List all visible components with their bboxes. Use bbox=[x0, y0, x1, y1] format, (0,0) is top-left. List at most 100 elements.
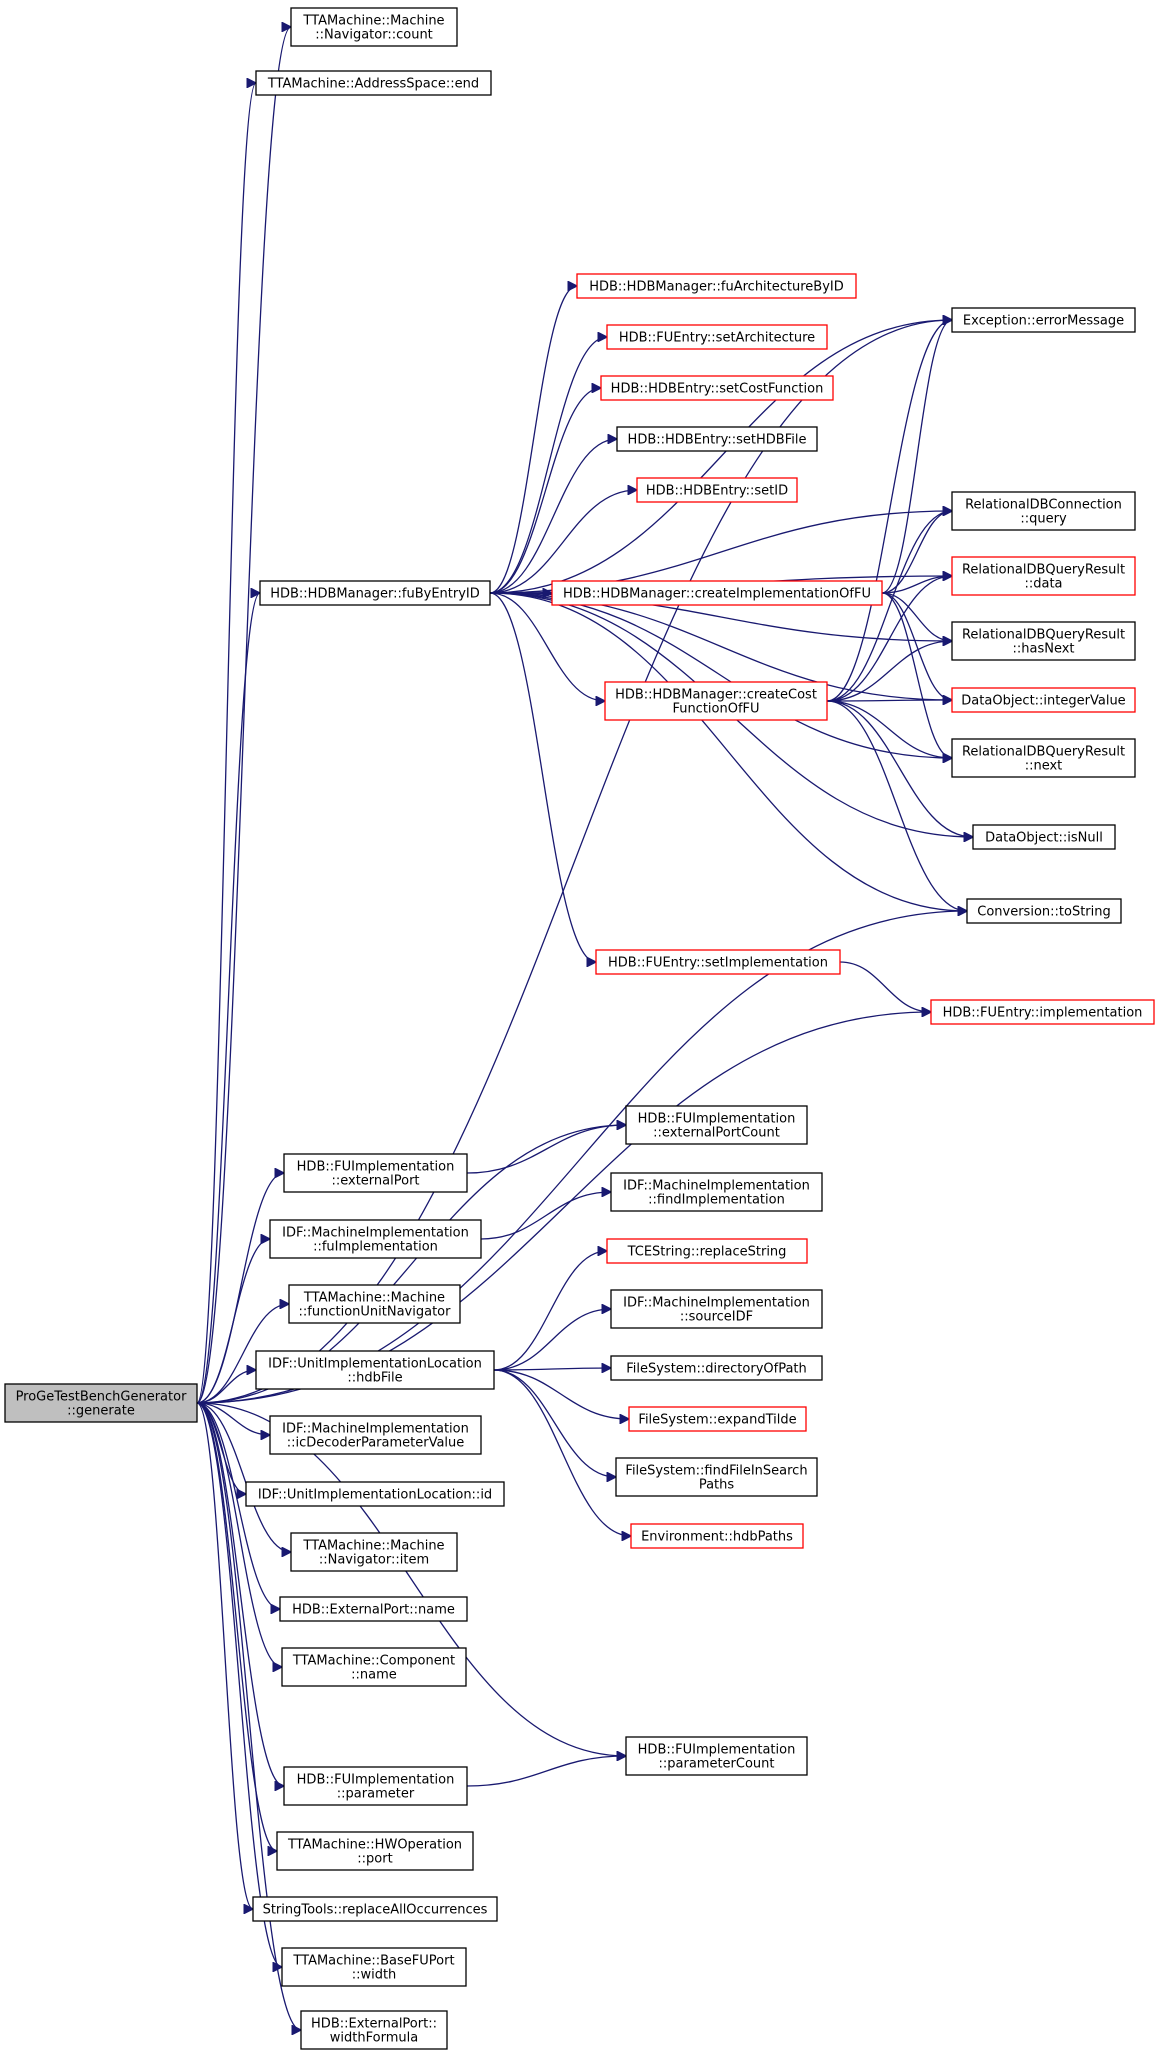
edge-n9-n13 bbox=[881, 511, 952, 594]
node-label: Environment::hdbPaths bbox=[641, 1530, 793, 1545]
edge-n28-n27 bbox=[493, 1309, 611, 1371]
node-label: ::icDecoderParameterValue bbox=[287, 1436, 465, 1451]
node-label: ::port bbox=[357, 1852, 392, 1867]
node-label: HDB::HDBManager::fuArchitectureByID bbox=[589, 280, 844, 295]
node-label: DataObject::isNull bbox=[985, 831, 1103, 846]
node-label: IDF::MachineImplementation bbox=[623, 1179, 810, 1194]
edge-n3-n10 bbox=[489, 592, 605, 701]
node-box bbox=[610, 1289, 823, 1329]
node-hdb-hdbmanager-createimplementationoffu[interactable]: HDB::HDBManager::createImplementationOfF… bbox=[551, 580, 883, 606]
edge-n10-n19 bbox=[826, 700, 967, 911]
node-label: ::Navigator::count bbox=[315, 28, 433, 43]
node-label: ::data bbox=[1024, 577, 1062, 592]
node-ttamachine-machine-navigator-item[interactable]: TTAMachine::Machine::Navigator::item bbox=[290, 1532, 458, 1572]
node-hdb-hdbentry-setid[interactable]: HDB::HDBEntry::setID bbox=[636, 477, 798, 503]
node-label: ::sourceIDF bbox=[680, 1310, 753, 1325]
node-hdb-fuentry-implementation[interactable]: HDB::FUEntry::implementation bbox=[930, 999, 1155, 1025]
node-ttamachine-addressspace-end[interactable]: TTAMachine::AddressSpace::end bbox=[255, 70, 492, 96]
node-box bbox=[615, 1457, 818, 1497]
node-label: ::Navigator::item bbox=[319, 1553, 429, 1568]
node-box bbox=[951, 491, 1136, 531]
node-box bbox=[281, 1647, 467, 1687]
node-stringtools-replacealloccurrences[interactable]: StringTools::replaceAllOccurrences bbox=[252, 1896, 498, 1922]
node-label: ::query bbox=[1020, 512, 1067, 527]
edge-n22-n21 bbox=[466, 1125, 626, 1174]
node-hdb-fuentry-setimplementation[interactable]: HDB::FUEntry::setImplementation bbox=[595, 949, 841, 975]
edge-n3-n6 bbox=[489, 388, 601, 594]
node-label: RelationalDBQueryResult bbox=[962, 563, 1125, 578]
node-ttamachine-machine-functionunitnavigator[interactable]: TTAMachine::Machine::functionUnitNavigat… bbox=[288, 1284, 461, 1324]
node-label: RelationalDBConnection bbox=[965, 498, 1122, 513]
node-label: HDB::HDBEntry::setID bbox=[646, 484, 788, 499]
node-progetestbenchgenerator-generate[interactable]: ProGeTestBenchGenerator::generate bbox=[4, 1383, 198, 1423]
node-hdb-externalport-widthformula[interactable]: HDB::ExternalPort::widthFormula bbox=[300, 2010, 448, 2050]
edge-root-n41 bbox=[196, 1402, 253, 1909]
node-idf-machineimplementation-sourceidf[interactable]: IDF::MachineImplementation::sourceIDF bbox=[610, 1289, 823, 1329]
edge-n10-n14 bbox=[826, 576, 952, 702]
node-label: FileSystem::expandTilde bbox=[638, 1413, 796, 1428]
node-relationaldbqueryresult-next[interactable]: RelationalDBQueryResult::next bbox=[951, 738, 1136, 778]
node-ttamachine-component-name[interactable]: TTAMachine::Component::name bbox=[281, 1647, 467, 1687]
node-box bbox=[300, 2010, 448, 2050]
node-box bbox=[255, 70, 492, 96]
node-environment-hdbpaths[interactable]: Environment::hdbPaths bbox=[630, 1523, 804, 1549]
node-label: HDB::ExternalPort::name bbox=[292, 1603, 455, 1618]
edge-root-n26 bbox=[196, 1304, 289, 1404]
node-idf-unitimplementationlocation-id[interactable]: IDF::UnitImplementationLocation::id bbox=[245, 1481, 505, 1507]
node-relationaldbqueryresult-hasnext[interactable]: RelationalDBQueryResult::hasNext bbox=[951, 621, 1136, 661]
node-idf-unitimplementationlocation-hdbfile[interactable]: IDF::UnitImplementationLocation::hdbFile bbox=[255, 1350, 495, 1390]
edge-root-n37 bbox=[196, 1402, 282, 1667]
node-box bbox=[576, 273, 857, 299]
node-label: HDB::HDBEntry::setHDBFile bbox=[628, 433, 807, 448]
edge-n9-n12 bbox=[881, 320, 952, 594]
node-ttamachine-machine-navigator-count[interactable]: TTAMachine::Machine::Navigator::count bbox=[290, 7, 458, 47]
edge-root-n40 bbox=[196, 1402, 277, 1851]
node-box bbox=[281, 1947, 467, 1987]
node-label: HDB::FUImplementation bbox=[638, 1112, 796, 1127]
node-box bbox=[951, 687, 1136, 713]
node-exception-errormessage[interactable]: Exception::errorMessage bbox=[951, 307, 1136, 333]
edge-n39-n38 bbox=[466, 1756, 626, 1787]
edge-n10-n15 bbox=[826, 641, 952, 702]
node-label: RelationalDBQueryResult bbox=[962, 628, 1125, 643]
node-tcestring-replacestring[interactable]: TCEString::replaceString bbox=[606, 1238, 808, 1264]
node-filesystem-directoryofpath[interactable]: FileSystem::directoryOfPath bbox=[610, 1355, 823, 1381]
node-label: ::generate bbox=[67, 1404, 135, 1419]
node-hdb-externalport-name[interactable]: HDB::ExternalPort::name bbox=[279, 1596, 468, 1622]
node-conversion-tostring[interactable]: Conversion::toString bbox=[966, 898, 1122, 924]
node-ttamachine-hwoperation-port[interactable]: TTAMachine::HWOperation::port bbox=[276, 1831, 474, 1871]
node-hdb-fuimplementation-externalport[interactable]: HDB::FUImplementation::externalPort bbox=[283, 1153, 468, 1193]
node-label: Paths bbox=[699, 1478, 735, 1493]
node-hdb-hdbentry-setcostfunction[interactable]: HDB::HDBEntry::setCostFunction bbox=[600, 375, 834, 401]
node-label: HDB::HDBManager::createCost bbox=[615, 688, 817, 703]
node-relationaldbconnection-query[interactable]: RelationalDBConnection::query bbox=[951, 491, 1136, 531]
edge-n10-n18 bbox=[826, 700, 973, 837]
node-idf-machineimplementation-findimplementation[interactable]: IDF::MachineImplementation::findImplemen… bbox=[610, 1172, 823, 1212]
node-label: HDB::FUImplementation bbox=[638, 1743, 796, 1758]
node-idf-machineimplementation-fuimplementation[interactable]: IDF::MachineImplementation::fuImplementa… bbox=[269, 1219, 482, 1259]
node-hdb-hdbmanager-fuarchitecturebyid[interactable]: HDB::HDBManager::fuArchitectureByID bbox=[576, 273, 857, 299]
node-box bbox=[951, 556, 1136, 596]
node-hdb-fuimplementation-parametercount[interactable]: HDB::FUImplementation::parameterCount bbox=[625, 1736, 808, 1776]
node-label: TTAMachine::HWOperation bbox=[287, 1838, 462, 1853]
node-relationaldbqueryresult-data[interactable]: RelationalDBQueryResult::data bbox=[951, 556, 1136, 596]
node-hdb-fuimplementation-parameter[interactable]: HDB::FUImplementation::parameter bbox=[283, 1766, 468, 1806]
node-filesystem-expandtilde[interactable]: FileSystem::expandTilde bbox=[628, 1406, 807, 1432]
node-hdb-hdbentry-sethdbfile[interactable]: HDB::HDBEntry::setHDBFile bbox=[616, 426, 818, 452]
edge-n3-n17 bbox=[489, 592, 952, 758]
node-label: ::hasNext bbox=[1012, 642, 1074, 657]
node-ttamachine-basefuport-width[interactable]: TTAMachine::BaseFUPort::width bbox=[281, 1947, 467, 1987]
node-dataobject-integervalue[interactable]: DataObject::integerValue bbox=[951, 687, 1136, 713]
node-hdb-fuentry-setarchitecture[interactable]: HDB::FUEntry::setArchitecture bbox=[606, 324, 828, 350]
node-dataobject-isnull[interactable]: DataObject::isNull bbox=[972, 824, 1116, 850]
edge-n3-n8 bbox=[489, 490, 637, 594]
node-label: ::externalPortCount bbox=[653, 1126, 780, 1141]
node-idf-machineimplementation-icdecoderparametervalue[interactable]: IDF::MachineImplementation::icDecoderPar… bbox=[269, 1415, 482, 1455]
node-hdb-fuimplementation-externalportcount[interactable]: HDB::FUImplementation::externalPortCount bbox=[625, 1105, 808, 1145]
node-box bbox=[4, 1383, 198, 1423]
node-hdb-hdbmanager-fubyentryid[interactable]: HDB::HDBManager::fuByEntryID bbox=[259, 580, 491, 606]
node-box bbox=[604, 681, 828, 721]
edge-n28-n34 bbox=[493, 1369, 631, 1536]
